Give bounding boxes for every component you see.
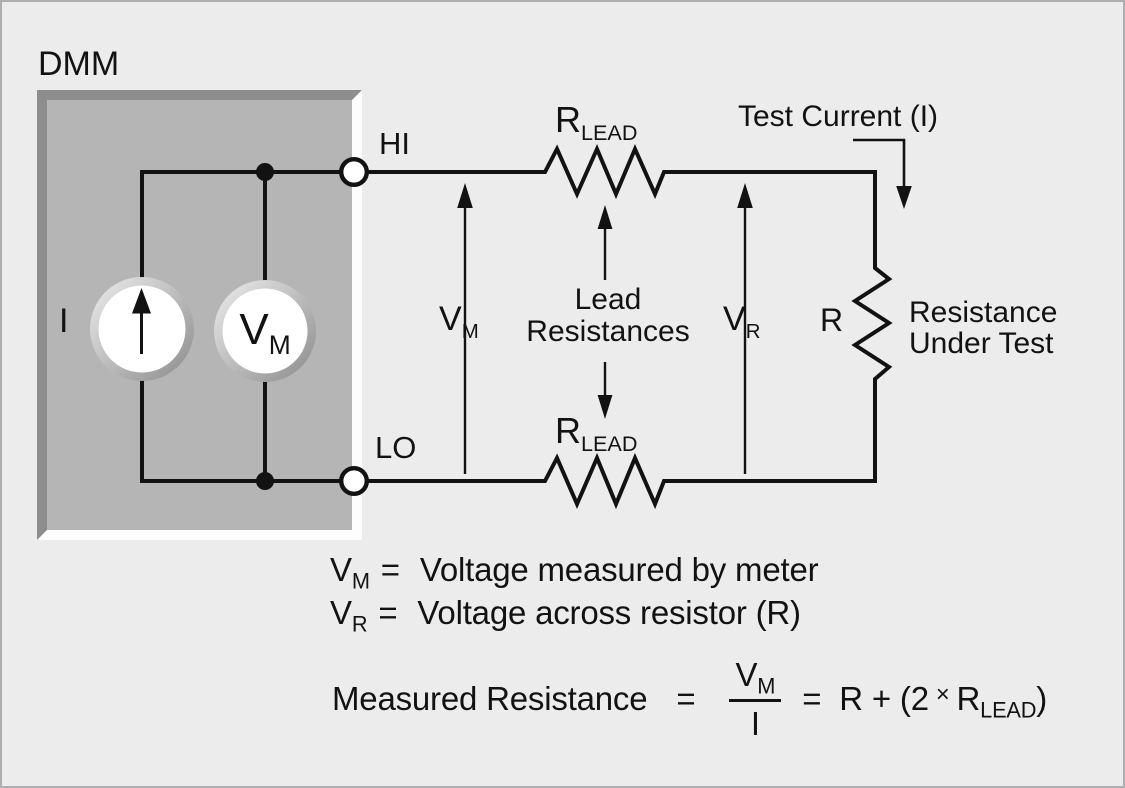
resistance-under-test-line1: Resistance [909,296,1058,329]
rlead-top-base: R [555,99,581,140]
eq3-equals-2: = [802,680,822,717]
resistance-under-test-line2: Under Test [909,327,1054,360]
eq3-fraction: VM I [729,655,782,743]
eq3-numerator-base: V [735,655,758,693]
lead-arrow-up-icon [597,205,613,280]
eq1-term-base: V [330,551,352,588]
rlead-bottom-label: RLEAD [555,410,637,454]
lead-resistances-label: Lead Resistances [522,284,694,348]
eq3-rhs-base: R [956,680,981,717]
voltmeter-label-sub: M [268,329,291,360]
lo-terminal-circle [339,466,370,497]
eq3-rhs-sub: LEAD [980,697,1037,723]
eq3-rhs-close: ) [1036,680,1048,717]
vm-arrow-label: VM [439,300,479,342]
rlead-bottom-base: R [555,410,581,451]
eq3-rhs-open: R + (2 [839,680,929,717]
eq2-equals: = [378,594,398,631]
voltmeter-label-base: V [239,305,269,354]
lead-resistances-line1: Lead [574,283,642,316]
eq3-rhs-times: × [935,681,950,709]
eq3-lhs: Measured Resistance [332,680,648,717]
eq3-fraction-denominator: I [750,704,760,742]
vm-arrow-label-sub: M [461,320,479,343]
hi-terminal-circle [339,156,370,187]
lead-arrow-down-icon [597,362,613,419]
vm-arrow-label-base: V [439,300,462,338]
eq3-rhs: R + (2×RLEAD) [839,680,1048,721]
test-current-label: Test Current (I) [738,100,939,133]
vr-arrow-icon [737,183,753,474]
dmm-label: DMM [38,45,120,83]
eq1-equals: = [380,551,400,588]
node-dot-top [256,163,274,181]
equation-measured-resistance: Measured Resistance = VM I = R + (2×RLEA… [332,654,1047,744]
eq3-equals-1: = [676,680,696,717]
eq3-numerator-sub: M [757,673,776,699]
eq1-term-sub: M [351,568,370,594]
eq2-term-sub: R [351,611,368,637]
vr-arrow-label-base: V [723,300,746,338]
lead-resistances-line2: Resistances [526,315,690,348]
eq1-description: Voltage measured by meter [419,551,819,588]
vr-arrow-label-sub: R [745,320,761,343]
lo-terminal-label: LO [375,430,417,465]
voltmeter-label: VM [224,305,306,358]
rlead-top-sub: LEAD [581,120,638,146]
current-source-arrow-icon [132,288,151,354]
rlead-top-label: RLEAD [555,99,637,143]
vr-arrow-label: VR [723,300,760,342]
resistance-under-test-label: Resistance Under Test [909,297,1057,359]
hi-terminal-label: HI [379,126,410,161]
r-label: R [820,302,844,338]
eq2-term-base: V [330,594,352,631]
test-current-arrow-icon [853,138,912,209]
equation-vr-definition: VR = Voltage across resistor (R) [330,594,801,635]
node-dot-bottom [256,472,274,490]
eq3-fraction-numerator: VM [729,655,782,702]
voltmeter-face [222,288,308,374]
vm-arrow-icon [457,183,473,474]
equation-vm-definition: VM = Voltage measured by meter [330,551,819,592]
rlead-bottom-sub: LEAD [581,431,638,457]
eq2-description: Voltage across resistor (R) [417,594,801,631]
current-source-label: I [59,302,69,340]
